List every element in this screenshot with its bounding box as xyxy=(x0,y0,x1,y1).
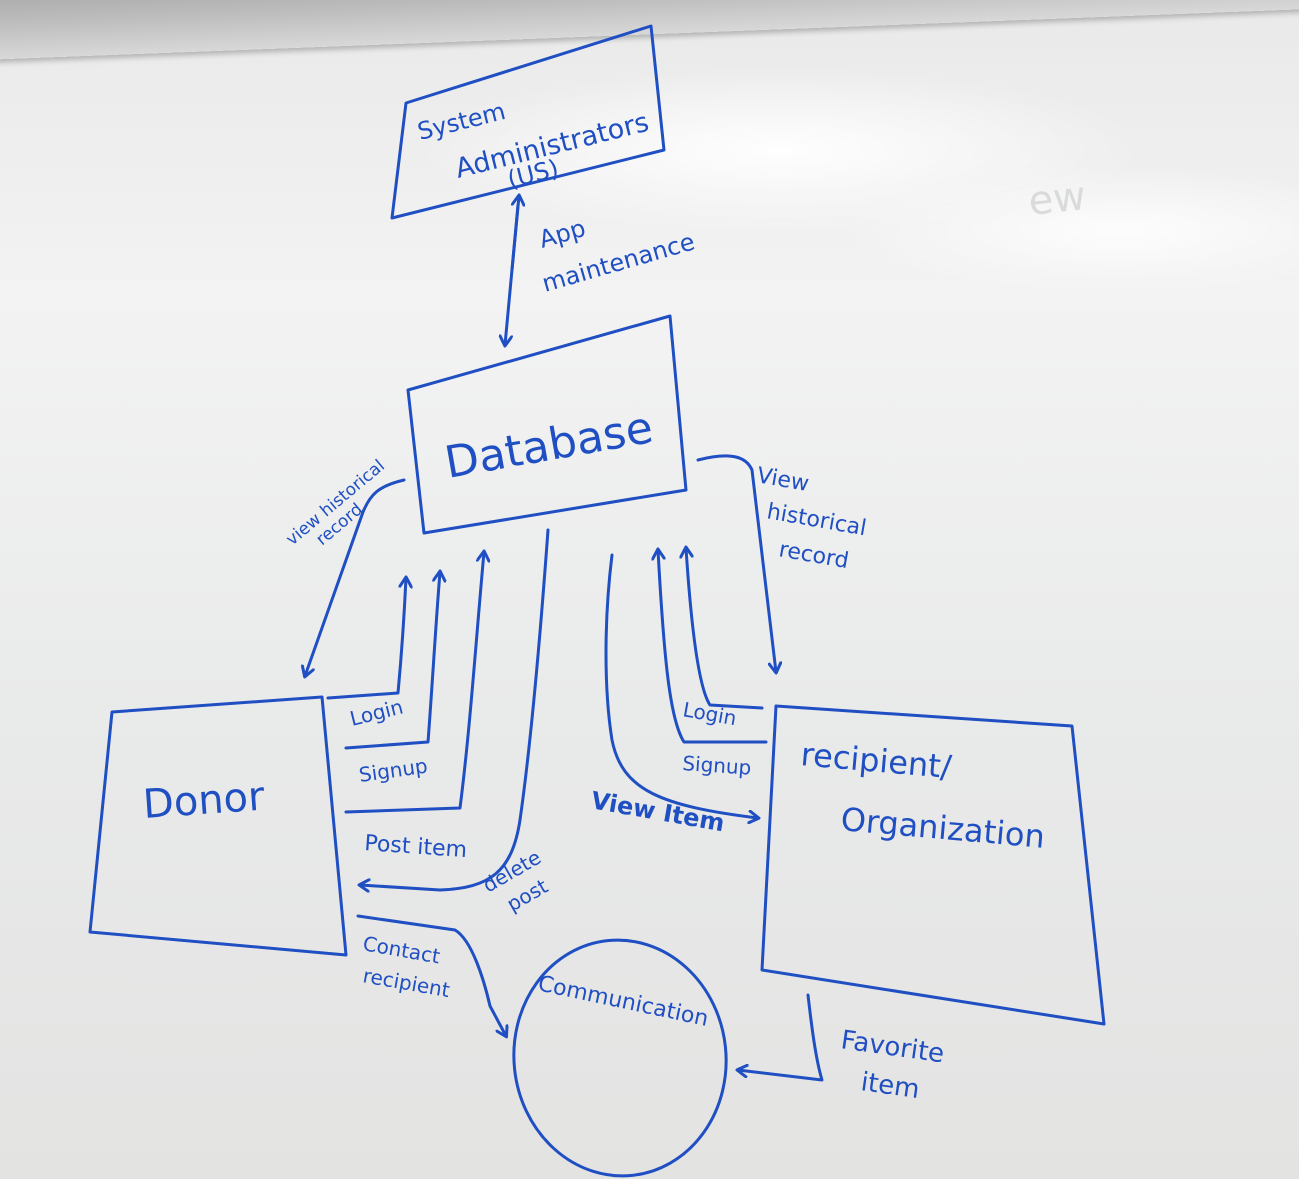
communication-label: Communication xyxy=(536,971,711,1032)
view-historical-right-label-2: historical xyxy=(765,499,868,541)
sysadmin-label-1: System xyxy=(415,97,509,146)
view-historical-right-label-3: record xyxy=(777,537,851,574)
contact-recipient-arrow xyxy=(356,914,506,1036)
donor-signup-label: Signup xyxy=(357,754,429,787)
database-box xyxy=(406,314,688,535)
donor-login-label: Login xyxy=(347,695,405,731)
donor-signup-edge: Signup xyxy=(344,572,440,787)
sysadmin-box xyxy=(390,24,666,220)
donor-login-arrow xyxy=(326,578,406,700)
post-item-label: Post item xyxy=(364,831,468,863)
recipient-node: recipient/ Organization xyxy=(760,704,1106,1026)
recipient-signup-edge: Signup xyxy=(658,550,768,780)
donor-box xyxy=(88,695,348,957)
contact-recipient-label-1: Contact xyxy=(361,931,442,968)
recipient-signup-label: Signup xyxy=(682,751,753,780)
database-node: Database xyxy=(406,314,688,535)
contact-recipient-label-2: recipient xyxy=(361,963,452,1002)
view-historical-right-edge: View historical record xyxy=(696,454,868,672)
view-historical-left-edge: view historical record xyxy=(282,456,406,676)
contact-recipient-edge: Contact recipient xyxy=(356,914,506,1036)
view-historical-right-label-1: View xyxy=(755,463,811,497)
recipient-box xyxy=(760,704,1106,1026)
sysadmin-node: System Administrators (US) xyxy=(390,24,666,220)
favorite-item-label-1: Favorite xyxy=(839,1025,946,1069)
donor-login-edge: Login xyxy=(326,578,406,731)
recipient-label-2: Organization xyxy=(839,800,1046,856)
communication-circle xyxy=(512,938,728,1178)
post-item-arrow xyxy=(344,552,484,814)
app-maintenance-edge: App maintenance xyxy=(505,196,698,345)
view-item-edge: View Item xyxy=(589,553,758,837)
stray-mark: ew xyxy=(1026,173,1088,225)
favorite-item-label-2: item xyxy=(859,1067,921,1105)
donor-label: Donor xyxy=(141,774,266,828)
communication-node: Communication xyxy=(512,938,728,1178)
view-item-label: View Item xyxy=(589,786,727,837)
app-maintenance-label-1: App xyxy=(536,214,589,254)
donor-signup-arrow xyxy=(344,572,440,750)
recipient-label-1: recipient/ xyxy=(799,735,953,786)
donor-node: Donor xyxy=(88,695,348,957)
delete-post-arrow xyxy=(360,528,550,890)
view-historical-left-arrow xyxy=(305,478,406,676)
recipient-login-edge: Login xyxy=(681,548,764,730)
recipient-login-label: Login xyxy=(681,697,738,730)
favorite-item-arrow xyxy=(738,993,824,1082)
database-label: Database xyxy=(441,402,657,489)
recipient-signup-arrow xyxy=(658,550,768,744)
view-historical-right-arrow xyxy=(696,454,776,672)
favorite-item-edge: Favorite item xyxy=(738,993,946,1105)
recipient-login-arrow xyxy=(686,548,764,710)
app-maintenance-arrow-up xyxy=(510,196,519,272)
view-item-arrow xyxy=(604,553,758,818)
